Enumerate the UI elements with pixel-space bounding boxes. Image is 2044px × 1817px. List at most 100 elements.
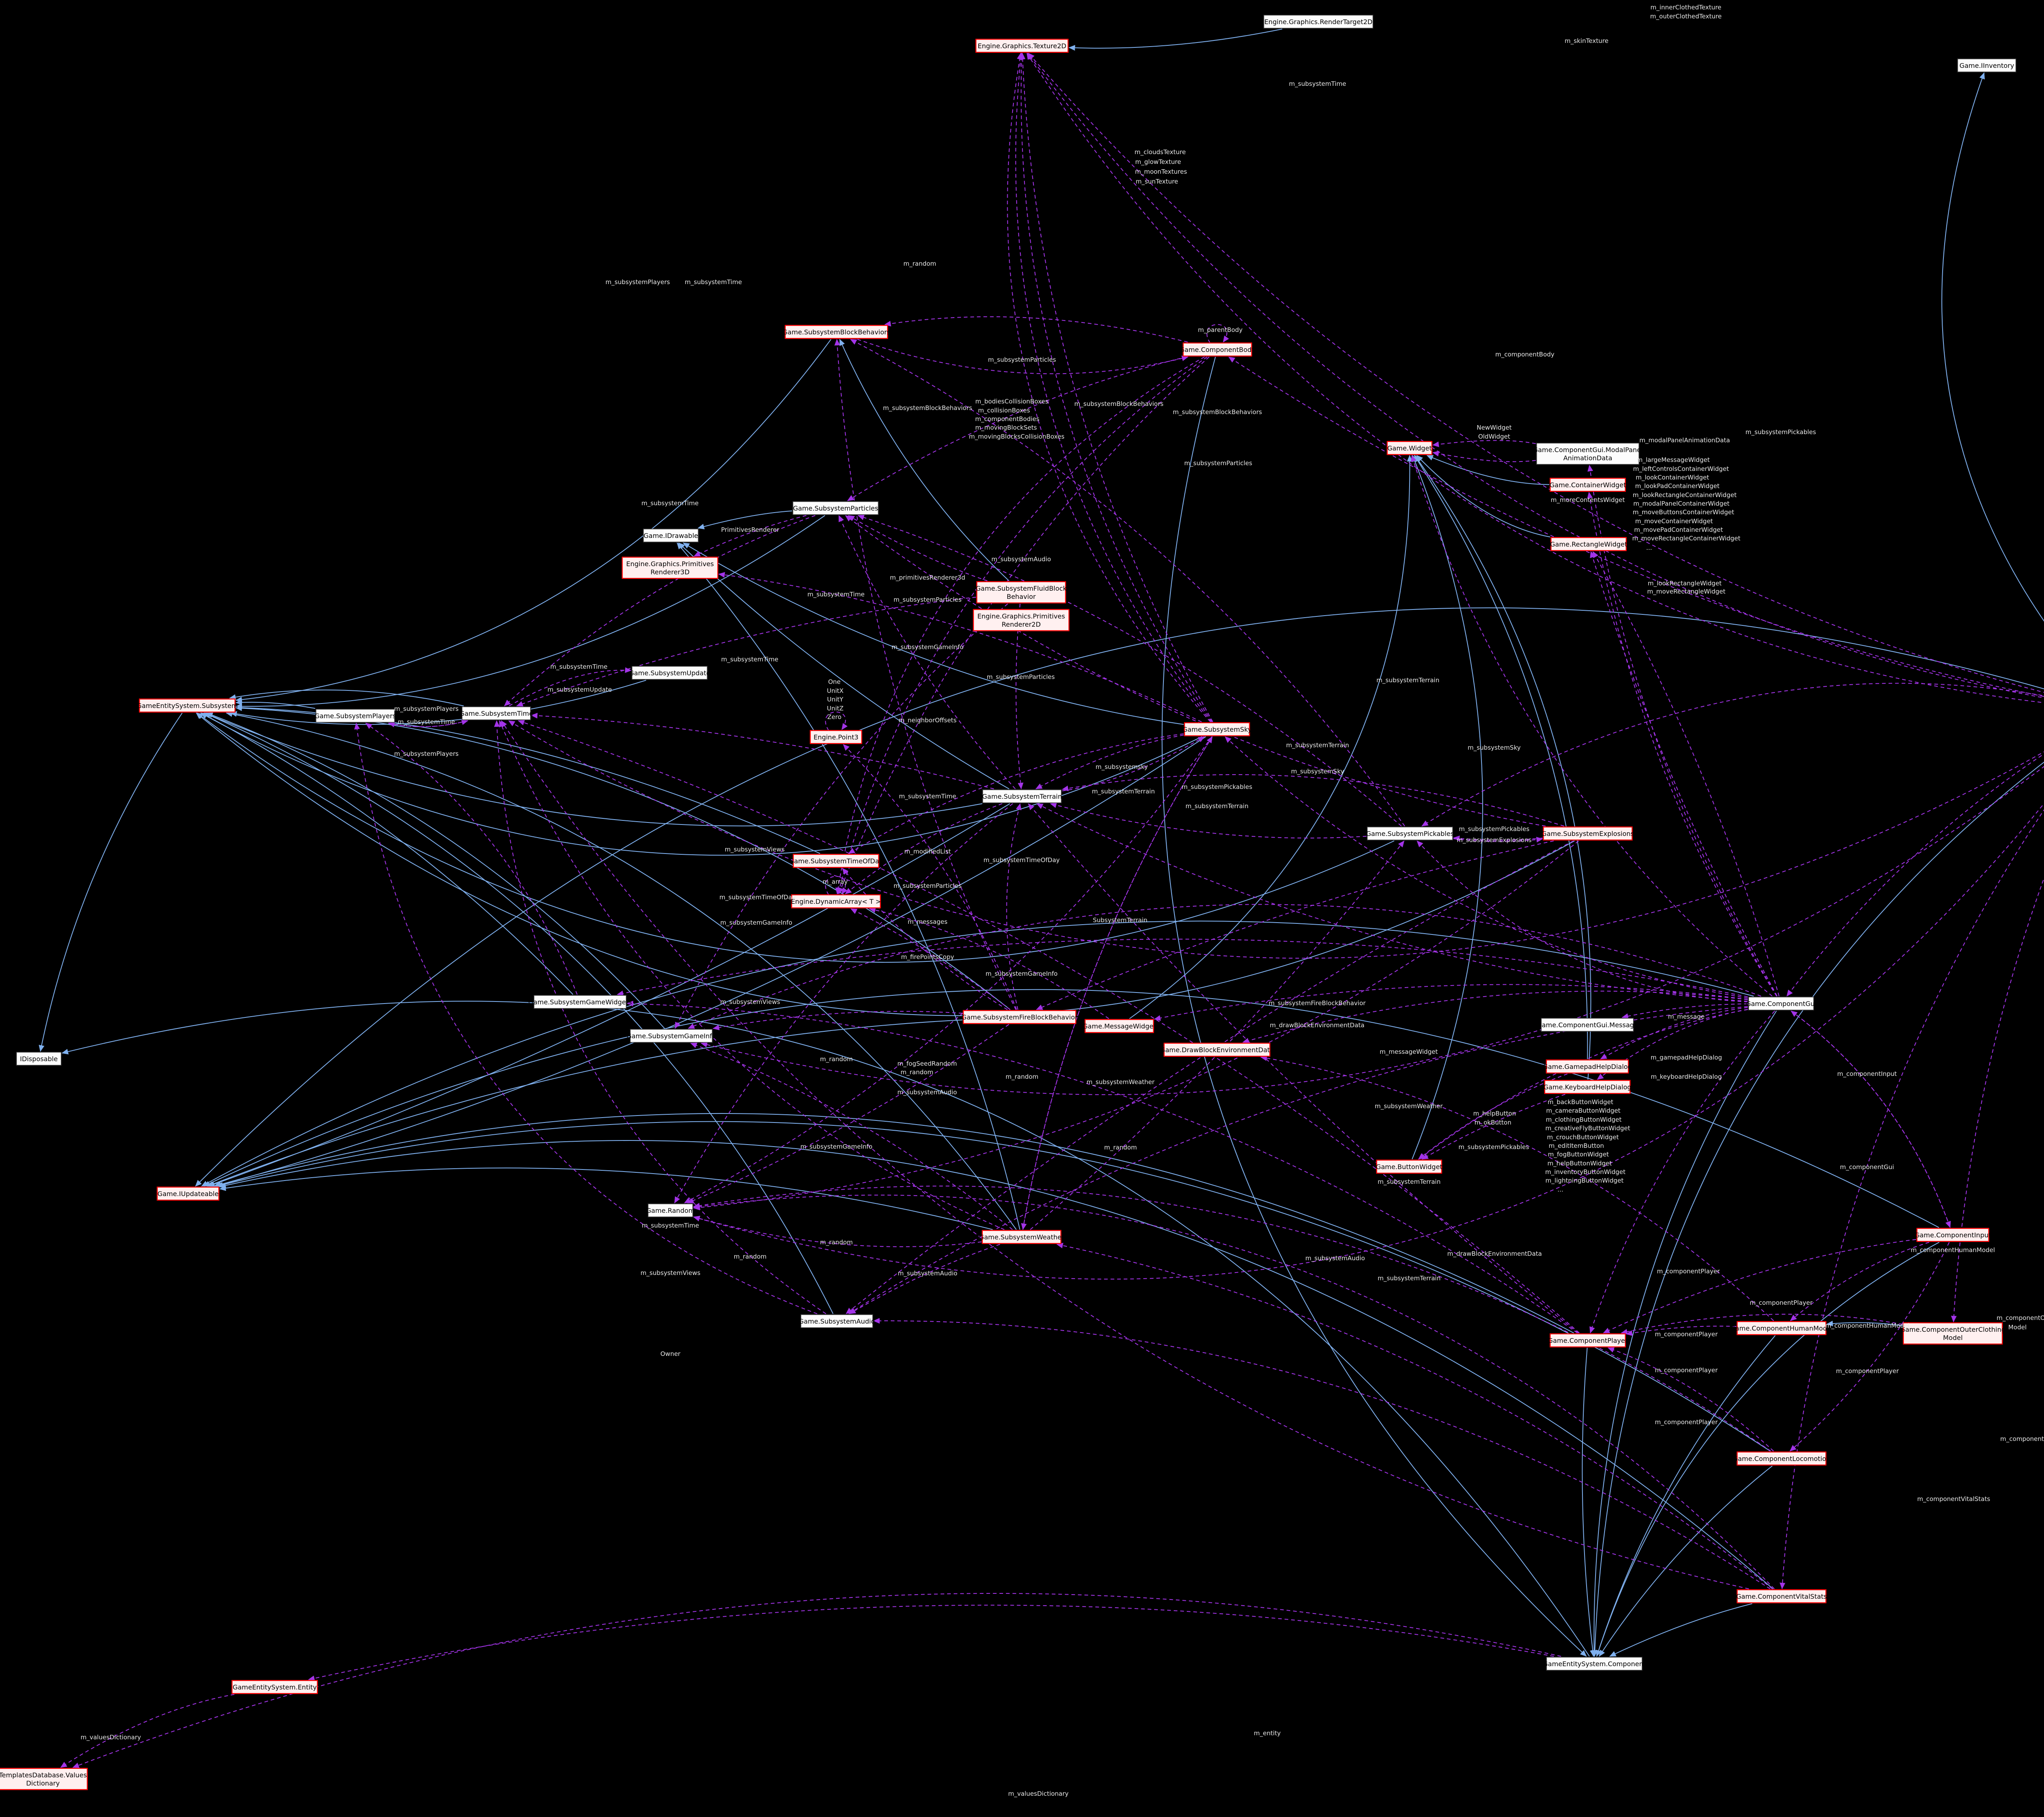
node-componentplayer[interactable]: Game.ComponentPlayer <box>1548 1333 1628 1348</box>
edge-label: m_message <box>1668 1013 1705 1021</box>
node-componenthumanmodel[interactable]: Game.ComponentHumanModel <box>1730 1321 1833 1335</box>
edge-subsystemsky-texture2d <box>1018 53 1213 722</box>
node-idisposable[interactable]: IDisposable <box>16 1052 62 1066</box>
node-subsystemtime[interactable]: Game.SubsystemTime <box>459 706 533 720</box>
edge-label: m_componentPlayer <box>1750 1299 1813 1307</box>
node-componentlocomotion[interactable]: Game.ComponentLocomotion <box>1733 1451 1831 1466</box>
node-gecomponent[interactable]: GameEntitySystem.Component <box>1543 1657 1646 1671</box>
edge-label: m_modalPanelContainerWidget <box>1633 500 1729 508</box>
node-componentinput[interactable]: Game.ComponentInput <box>1914 1228 1991 1242</box>
node-drawblockenvdata[interactable]: Game.DrawBlockEnvironmentData <box>1160 1042 1274 1057</box>
node-label: Game.SubsystemAudio <box>799 1317 875 1325</box>
node-label: Game.ComponentGui.Message <box>1537 1021 1638 1029</box>
node-box <box>316 709 395 723</box>
edge-label: m_backButtonWidget <box>1548 1098 1614 1106</box>
edge-label: m_valuesDictionary <box>81 1734 141 1741</box>
edge-componenthumanmodel-drawblockenvdata <box>1260 1055 1774 1321</box>
node-box <box>533 995 627 1009</box>
node-box <box>157 1186 220 1201</box>
edge-label: m_componentPlayer <box>1655 1331 1718 1338</box>
edge-fluidblockbehavior-subsystemblockbehaviors <box>839 339 1009 581</box>
node-fireblockbehavior[interactable]: Game.SubsystemFireBlockBehavior <box>961 1010 1078 1024</box>
node-subsystemblockbehaviors[interactable]: Game.SubsystemBlockBehaviors <box>782 325 890 339</box>
edge-label: m_subsystemGameInfo <box>720 919 792 927</box>
edge-subsystempickables-subsystemexplosions <box>1453 837 1543 843</box>
node-widget[interactable]: Game.Widget <box>1387 441 1432 455</box>
node-subsystemaudio[interactable]: Game.SubsystemAudio <box>799 1314 875 1328</box>
node-box <box>1367 827 1453 840</box>
edge-messagewidget-dynamicarray <box>869 907 1109 1019</box>
node-box <box>1546 1657 1643 1671</box>
node-containerwidget[interactable]: Game.ContainerWidget <box>1549 477 1626 492</box>
edge-label: m_subsystemTime <box>550 663 607 671</box>
node-idrawable[interactable]: Game.IDrawable <box>643 529 699 542</box>
node-componentvitalstats[interactable]: Game.ComponentVitalStats <box>1736 1589 1827 1604</box>
node-guimessage[interactable]: Game.ComponentGui.Message <box>1537 1018 1638 1032</box>
node-buttonwidget[interactable]: Game.ButtonWidget <box>1376 1159 1443 1174</box>
edge-subsystemexplosions-random <box>693 840 1579 1210</box>
node-box <box>1543 826 1633 841</box>
node-geentity[interactable]: GameEntitySystem.Entity <box>231 1680 318 1694</box>
node-subsystemgamewidgets[interactable]: Game.SubsystemGameWidgets <box>528 995 632 1009</box>
edge-label: m_crouchButtonWidget <box>1547 1134 1619 1141</box>
edge-label: m_entity <box>1254 1730 1281 1737</box>
edge-containerwidget-widget <box>1426 455 1550 485</box>
edge-label: m_skinTexture <box>1564 37 1608 45</box>
edge-componentclothing-componentbody <box>1228 356 2044 697</box>
node-texture2d[interactable]: Engine.Graphics.Texture2D <box>975 38 1069 53</box>
node-subsystemparticles[interactable]: Game.SubsystemParticles <box>792 501 879 515</box>
edge-componentclothing-subsystempickables <box>1421 683 2044 827</box>
edge-label: m_subsystemTerrain <box>1376 677 1439 684</box>
node-random[interactable]: Game.Random <box>646 1203 695 1217</box>
edge-label: m_subsystemWeather <box>1087 1078 1155 1086</box>
node-rendertarget2d[interactable]: Engine.Graphics.RenderTarget2D <box>1263 15 1374 29</box>
edge-subsystemtime-subsystemplayers <box>388 720 468 728</box>
node-rectanglewidget[interactable]: Game.RectangleWidget <box>1550 537 1627 551</box>
edge-componentbody-dynamicarray <box>835 356 1205 894</box>
node-subsystemplayers[interactable]: Game.SubsystemPlayers <box>314 709 396 723</box>
node-box <box>621 556 719 579</box>
edge-componentinput-componentgui <box>1791 1010 1951 1228</box>
node-label: Game.SubsystemBlockBehaviors <box>782 328 890 336</box>
node-subsystemupdate[interactable]: Game.SubsystemUpdate <box>629 666 710 680</box>
edge-label: NewWidget <box>1477 424 1512 431</box>
node-subsystemexplosions[interactable]: Game.SubsystemExplosions <box>1542 826 1634 841</box>
node-subsystempickables[interactable]: Game.SubsystemPickables <box>1366 827 1454 840</box>
node-label: GameEntitySystem.Entity <box>233 1683 317 1691</box>
node-messagewidget[interactable]: Game.MessageWidget <box>1083 1019 1156 1033</box>
edge-componentclothing-texture2d <box>1028 53 2044 693</box>
node-iinventory[interactable]: Game.IInventory <box>1957 58 2017 72</box>
node-gesubsystem[interactable]: GameEntitySystem.Subsystem <box>137 698 238 713</box>
edge-label: m_lookContainerWidget <box>1636 474 1709 482</box>
node-subsystemterrain[interactable]: Game.SubsystemTerrain <box>982 789 1062 803</box>
node-keyboardhelpdialog[interactable]: Game.KeyboardHelpDialog <box>1543 1080 1632 1094</box>
node-subsystemsky[interactable]: Game.SubsystemSky <box>1182 722 1252 737</box>
edge-subsystemsky-subsystemterrain <box>1035 735 1184 789</box>
node-componentgui[interactable]: Game.ComponentGui <box>1746 997 1817 1010</box>
node-subsystemweather[interactable]: Game.SubsystemWeather <box>979 1230 1065 1244</box>
node-dynamicarray[interactable]: Engine.DynamicArray< T > <box>791 894 881 909</box>
edge-label: m_componentGui <box>1840 1163 1894 1171</box>
node-subsystemtimeofday[interactable]: Game.SubsystemTimeOfDay <box>789 854 883 868</box>
node-componentbody[interactable]: Game.ComponentBody <box>1179 342 1255 357</box>
edge-label: Owner <box>661 1350 681 1358</box>
edge-label: UnitZ <box>827 705 844 712</box>
edge-label: m_subsystemTimeOfDay <box>719 894 796 901</box>
node-gamepadhelpdialog[interactable]: Game.GamepadHelpDialog <box>1543 1059 1632 1074</box>
node-iupdateable[interactable]: Game.IUpdateable <box>157 1186 220 1201</box>
node-box <box>1544 1080 1631 1094</box>
edge-outerclothingmodel-componentplayer <box>1620 1314 1903 1335</box>
edge-componentvitalstats-random <box>693 1194 1775 1589</box>
node-subsystemgameinfo[interactable]: Game.SubsystemGameInfo <box>627 1029 716 1043</box>
edge-subsystemexplosions-subsystemaudio <box>845 840 1574 1314</box>
node-box <box>1549 1333 1626 1348</box>
node-point3[interactable]: Engine.Point3 <box>809 730 863 744</box>
edge-label: m_subsystemAudio <box>991 556 1051 563</box>
